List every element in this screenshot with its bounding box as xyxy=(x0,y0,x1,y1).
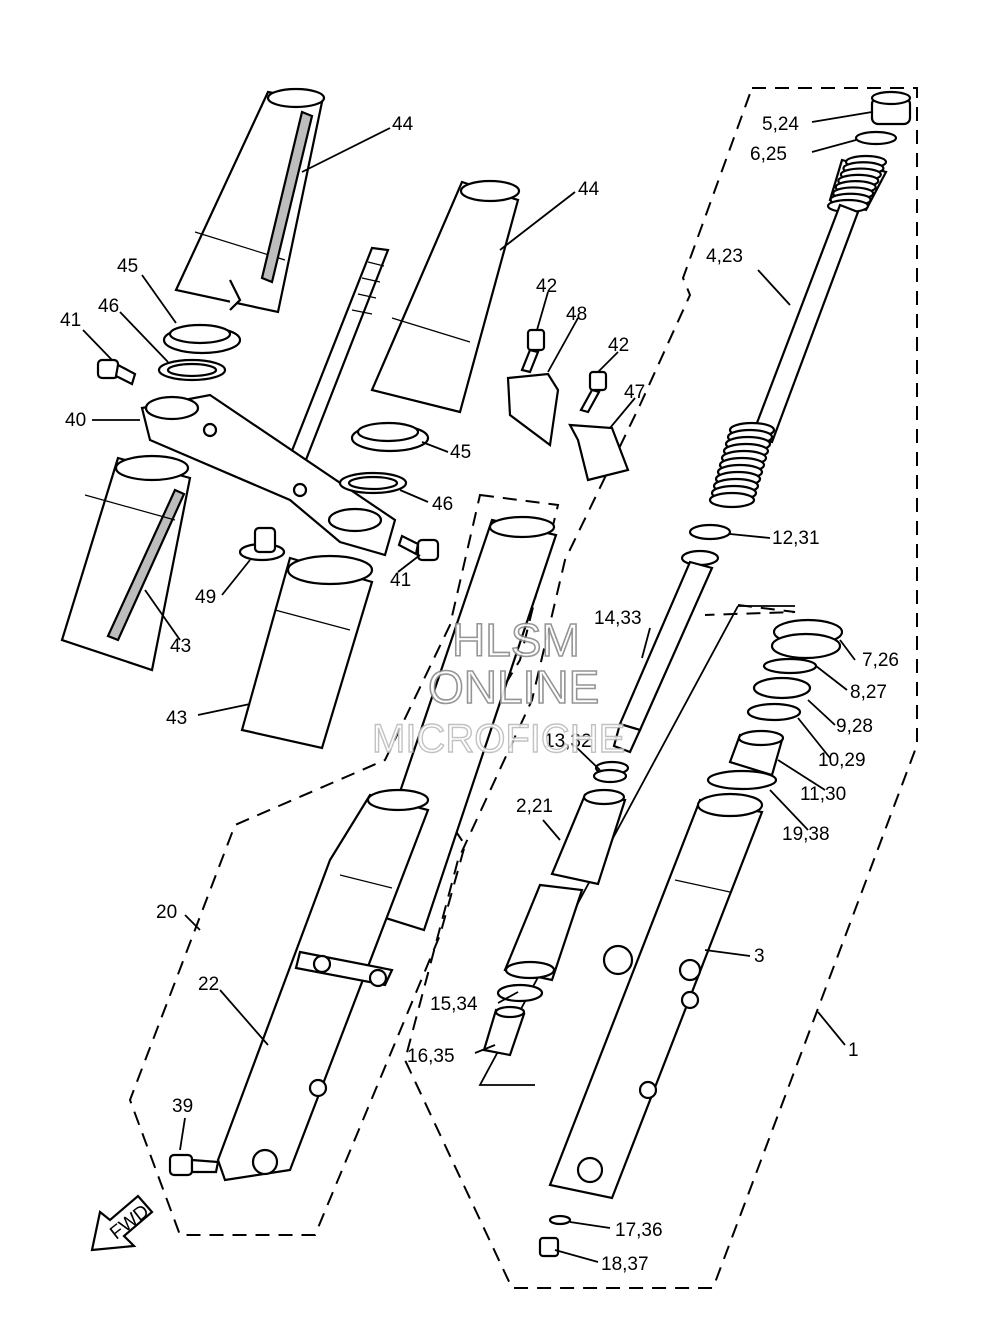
callout-42-lower: 42 xyxy=(608,335,629,356)
bracket-48 xyxy=(506,372,560,447)
ring-19 xyxy=(706,769,778,791)
outer-tube-right xyxy=(548,792,764,1200)
callout-7-26: 7,26 xyxy=(862,650,899,671)
callout-19-38: 19,38 xyxy=(782,824,830,845)
dust-seal-45-left xyxy=(162,323,242,355)
spring-lower-coils xyxy=(708,421,776,509)
callout-44-left: 44 xyxy=(392,114,414,135)
piece-lock xyxy=(503,883,584,982)
damper-rod xyxy=(612,549,720,754)
handle-crown-bracket xyxy=(140,393,397,557)
callout-12-31: 12,31 xyxy=(772,528,820,549)
watermark-line-3: MICROFICHE xyxy=(372,717,625,761)
callout-10-29: 10,29 xyxy=(818,750,866,771)
callout-41-left: 41 xyxy=(60,310,81,331)
watermark-line-1: HLSM xyxy=(452,614,580,666)
fork-cover-lower-right xyxy=(240,554,374,750)
washer-46-right xyxy=(338,471,408,495)
callout-42-upper: 42 xyxy=(536,276,557,297)
bolt-42-upper xyxy=(520,328,546,374)
piece-2 xyxy=(550,788,627,886)
callout-9-28: 9,28 xyxy=(836,716,873,737)
callout-14-33: 14,33 xyxy=(594,608,642,629)
fork-cover-upper-right xyxy=(370,179,521,414)
callout-41-right: 41 xyxy=(390,570,411,591)
spring-13 xyxy=(592,760,630,784)
callout-15-34: 15,34 xyxy=(430,994,478,1015)
bolt-41-left xyxy=(96,358,137,386)
sub-boundary-inner xyxy=(704,604,796,616)
washer-17 xyxy=(548,1214,572,1226)
callout-46-left: 46 xyxy=(98,296,119,317)
ring-12 xyxy=(688,523,732,541)
watermark: HLSM ONLINE MICROFICHE xyxy=(371,613,626,762)
callout-49: 49 xyxy=(195,587,216,608)
callout-2-21: 2,21 xyxy=(516,796,553,817)
callout-17-36: 17,36 xyxy=(615,1220,663,1241)
callout-13-32: 13,32 xyxy=(544,731,592,752)
callout-44-right: 44 xyxy=(578,179,600,200)
callout-43-left: 43 xyxy=(170,636,191,657)
callout-46-right: 46 xyxy=(432,494,453,515)
spring-coil xyxy=(708,491,756,509)
callout-45-left: 45 xyxy=(117,256,138,277)
assembly-boundary-1 xyxy=(403,87,918,1289)
collar-49 xyxy=(238,526,286,562)
callout-48: 48 xyxy=(566,304,587,325)
callout-4-23: 4,23 xyxy=(706,246,743,267)
leader-lines xyxy=(82,111,873,1263)
watermark-line-2: ONLINE xyxy=(428,661,599,713)
callout-3: 3 xyxy=(754,946,765,967)
callout-43-right: 43 xyxy=(166,708,187,729)
bolt-41-right xyxy=(397,534,440,562)
bolt-42-lower xyxy=(579,370,608,414)
dust-seal-7 xyxy=(770,618,844,660)
outer-tube-left xyxy=(216,788,430,1182)
callout-1: 1 xyxy=(848,1040,859,1061)
forward-direction-arrow: FWD xyxy=(90,1194,154,1252)
callout-11-30: 11,30 xyxy=(800,784,846,805)
fork-cover-lower-left xyxy=(60,454,192,672)
sub-boundary-damper xyxy=(478,605,795,1086)
callout-5-24: 5,24 xyxy=(762,114,799,135)
callout-45-right: 45 xyxy=(450,442,471,463)
assembly-boundary-20 xyxy=(128,493,560,1236)
callout-47: 47 xyxy=(624,382,645,403)
dust-seal-45-right xyxy=(350,421,430,453)
callout-20: 20 xyxy=(156,902,177,923)
piece-16 xyxy=(482,1005,526,1057)
callout-16-35: 16,35 xyxy=(407,1046,455,1067)
callout-39: 39 xyxy=(172,1096,193,1117)
callout-18-37: 18,37 xyxy=(601,1254,649,1275)
spring-upper-coils xyxy=(826,154,888,214)
cap-bolt-5 xyxy=(870,90,912,126)
bushing-11 xyxy=(728,729,785,777)
bolt-18 xyxy=(538,1236,560,1258)
washer-10 xyxy=(746,702,802,722)
oil-seal-9 xyxy=(752,676,812,700)
callout-22: 22 xyxy=(198,974,219,995)
clip-8 xyxy=(762,657,818,675)
bracket-47 xyxy=(568,423,630,482)
callout-6-25: 6,25 xyxy=(750,144,787,165)
washer-46-left xyxy=(157,358,227,382)
callout-labels: 44 44 45 46 41 40 42 48 42 47 45 46 41 4… xyxy=(60,114,899,1275)
spacer-pipe xyxy=(750,203,860,444)
fork-cover-upper-left xyxy=(174,87,326,314)
callout-40: 40 xyxy=(65,410,86,431)
bolt-39 xyxy=(168,1153,220,1177)
callout-8-27: 8,27 xyxy=(850,682,887,703)
o-ring-6 xyxy=(854,130,898,146)
